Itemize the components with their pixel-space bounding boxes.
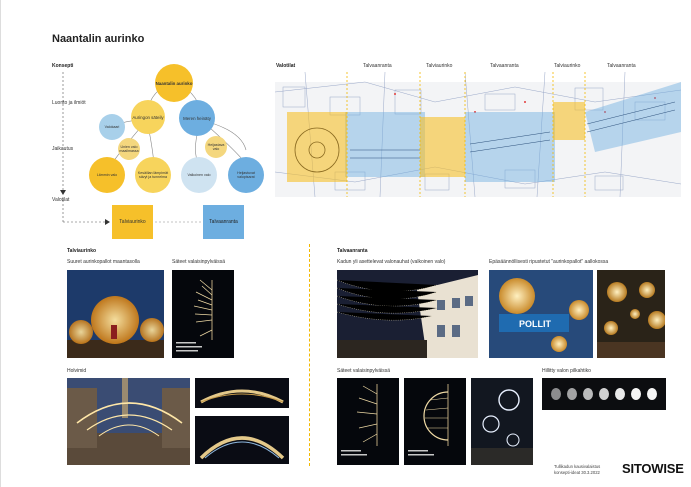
page-title: Naantalin aurinko bbox=[52, 33, 145, 45]
node-kesaillan: Kesäillan lämpimät sävyt ja tunnelma bbox=[135, 157, 171, 193]
node-valokaari: Valokaari bbox=[99, 114, 125, 140]
map-label-5: Talvaanranta bbox=[607, 63, 636, 69]
talvaanranta-caption2: Epäsäännöllisesti ripustetut "aurinkopal… bbox=[489, 259, 609, 265]
talviaurinko-caption2: Säteet valaisinpylväissä bbox=[172, 259, 226, 265]
footer-line1: Tullikadun kausivalaistus bbox=[554, 464, 601, 469]
photo-light-dots bbox=[542, 378, 666, 410]
photo-arch-render-1 bbox=[195, 378, 289, 408]
node-auringon: Auringon säteily bbox=[131, 100, 165, 134]
box-talviaurinko: Talviaurinko bbox=[112, 205, 153, 239]
node-lammin: Lämmin valo bbox=[89, 157, 125, 193]
photo-ray-pole-2 bbox=[337, 378, 399, 465]
photo-ray-pole-3 bbox=[404, 378, 466, 465]
sitowise-logo: SITOWISE bbox=[622, 461, 684, 476]
node-valkoinen: Valkoinen valo bbox=[181, 157, 217, 193]
node-heijastava: Heijastava valo bbox=[205, 136, 227, 158]
concept-arrows bbox=[60, 72, 110, 225]
node-meren: Meren heinäty bbox=[179, 100, 215, 136]
talviaurinko-caption1: Suuret aurinkopallot maantasolla bbox=[67, 259, 140, 265]
talviaurinko-heading: Talviaurinko bbox=[67, 248, 97, 254]
footer-line2: konsepti-ideat 30.3.2022 bbox=[554, 470, 600, 475]
map-label-4: Talviaurinko bbox=[554, 63, 581, 69]
box-talvaanranta: Talvaanranta bbox=[203, 205, 244, 239]
talvaanranta-caption3: Säteet valaisinpylväissä bbox=[337, 368, 391, 374]
map-label-2: Talviaurinko bbox=[426, 63, 453, 69]
photo-hanging-spheres: POLLIT bbox=[489, 270, 593, 358]
concept-heading: Konsepti bbox=[52, 63, 74, 69]
photo-ray-pole bbox=[172, 270, 234, 358]
photo-spheres-street bbox=[597, 270, 665, 358]
concept-row-valotilat: Valotilat bbox=[52, 197, 70, 203]
site-plan-map bbox=[275, 72, 681, 197]
talvaanranta-caption1: Kadun yli asettelevat valonauhat (valkoi… bbox=[337, 259, 446, 265]
concept-row-jaikautus: Jaikautus bbox=[52, 146, 74, 152]
talvaanranta-heading: Talvaanranta bbox=[337, 248, 368, 254]
photo-light-spheres bbox=[67, 270, 164, 358]
talviaurinko-caption3: Holvimid bbox=[67, 368, 87, 374]
concept-row-luonto: Luonto ja ilmiöt bbox=[52, 100, 86, 106]
node-heijastuvat: Heijastuvat valopisarat bbox=[228, 157, 264, 193]
photo-arch-street bbox=[67, 378, 190, 465]
talvaanranta-caption4: Hillitty valon pilkahtiko bbox=[542, 368, 591, 374]
photo-arch-render-2 bbox=[195, 416, 289, 464]
photo-light-strings-street bbox=[337, 270, 478, 358]
map-label-3: Talvaanranta bbox=[490, 63, 519, 69]
section-divider bbox=[309, 244, 310, 466]
node-center: Naantalin aurinko bbox=[155, 64, 193, 102]
node-unien: Unien valo maailmassa bbox=[118, 138, 140, 160]
valotilat-heading: Valotilat bbox=[276, 63, 296, 69]
photo-snowflake-spheres bbox=[471, 378, 533, 465]
map-label-1: Talvaanranta bbox=[363, 63, 392, 69]
sign-text: POLLIT bbox=[519, 319, 551, 329]
